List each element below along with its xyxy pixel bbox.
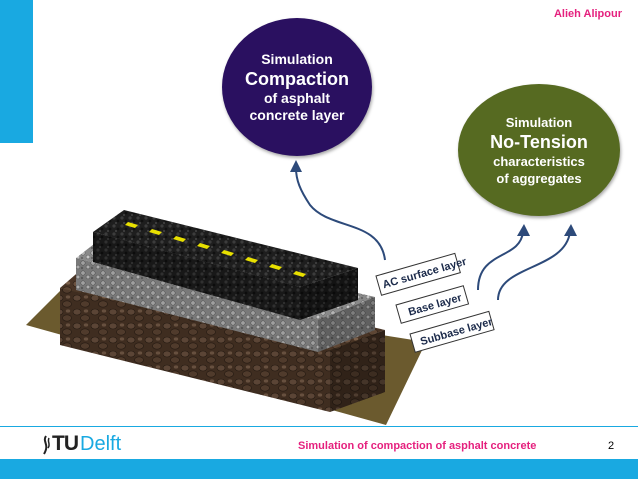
circle1-line2: Compaction	[244, 68, 349, 89]
arrow-head-2	[517, 224, 530, 236]
footer-divider	[0, 426, 638, 427]
footer-title: Simulation of compaction of asphalt conc…	[298, 440, 537, 452]
compaction-circle: Simulation Compaction of asphalt concret…	[222, 18, 372, 156]
arrow-head-1	[290, 160, 302, 172]
arrow-to-notension-1	[477, 231, 524, 291]
bottom-band	[0, 459, 638, 479]
circle2-line2: No-Tension	[490, 131, 588, 152]
logo-delft: Delft	[80, 433, 122, 455]
circle1-line1: Simulation	[261, 50, 333, 67]
arrow-to-compaction	[295, 167, 386, 261]
circle2-line3: characteristics	[493, 153, 585, 169]
ac-surface-layer	[93, 210, 358, 320]
circle1-line3: of asphalt	[263, 89, 331, 106]
author-name: Alieh Alipour	[553, 8, 622, 20]
logo-tu: TU	[52, 432, 79, 455]
circle2-line1: Simulation	[505, 114, 573, 130]
arrows	[290, 160, 577, 301]
circle2-line4: of aggregates	[496, 170, 582, 186]
tudelft-logo: TU Delft	[38, 432, 121, 456]
no-tension-circle: Simulation No-Tension characteristics of…	[458, 84, 620, 216]
lane-markings	[125, 222, 306, 277]
page-number: 2	[608, 440, 615, 452]
accent-bar	[0, 0, 33, 143]
circle1-line4: concrete layer	[249, 106, 345, 123]
label-base: Base layer	[395, 285, 470, 324]
arrow-to-notension-2	[497, 231, 571, 301]
flame-icon	[43, 435, 50, 455]
arrow-head-3	[564, 224, 577, 236]
